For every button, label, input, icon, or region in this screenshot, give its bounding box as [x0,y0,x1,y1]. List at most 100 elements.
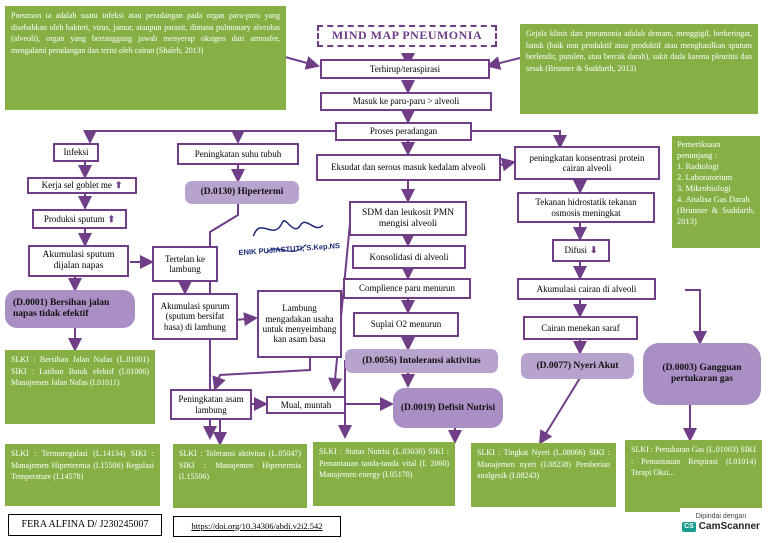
camscanner-caption: Dipindai dengan [695,513,747,521]
diagnosis-d0001-label: (D.0001) Bersihan jalan napas tidak efek… [13,298,110,319]
node-peningkatan-asam-label: Peningkatan asam lambung [178,394,244,415]
outcome-box-2: SLKI : Termoregulasi (L.14134) SIKI : Ma… [5,444,160,506]
outcome-box-5: SLKI : Tingkat Nyeri (L.08066) SIKI : Ma… [471,443,616,507]
definition-text: Pneumon ia adalah suatu infeksi atau per… [11,11,280,55]
investigation-item: 2. Laboratorium [677,172,733,183]
node-mual: Mual, muntah [266,396,346,414]
outcome-box-1: SLKI : Bersihan Jalan Nafas (L.01001) SI… [5,350,155,424]
node-infeksi-label: Infeksi [63,147,89,158]
investigation-item-label: Mikrobiologi [685,183,731,194]
node-produksi-label: Produksi sputum [43,213,105,224]
node-infeksi: Infeksi [53,143,99,162]
node-kerja-sel-label: Kerja sel goblet me [41,180,112,191]
node-masuk-label: Masuk ke paru-paru > alveoli [352,96,460,107]
diagnosis-d0130-label: (D.0130) Hipertermi [200,187,284,198]
outcome-1-text: SLKI : Bersihan Jalan Nafas (L.01001) SI… [11,355,149,388]
node-produksi: Produksi sputum⬆ [32,209,127,229]
node-suplai: Suplai O2 menurun [353,312,459,337]
signature-scribble [252,220,324,254]
node-akumulasi-sputum-label: Akumulasi sputum dijalan napas [42,250,115,271]
node-cairan-saraf: Cairan menekan saraf [523,316,638,340]
node-akumulasi-cairan: Akumulasi cairan di alveoli [517,278,656,300]
outcome-3-text: SLKI : Toleransi aktivitas (L.05047) SIK… [179,449,301,482]
outcome-6-text: SLKI : Pertukaran Gas (L.01003) SIKI : P… [631,445,756,478]
page-title: MIND MAP PNEUMONIA [317,25,497,47]
diagnosis-d0019-label: (D.0019) Defisit Nutrisi [400,402,496,413]
node-complience: Complience paru menurun [343,278,471,299]
outcome-5-text: SLKI : Tingkat Nyeri (L.08066) SIKI : Ma… [477,448,610,481]
author-label: FERA ALFINA D/ J230245007 [8,514,162,536]
diagnosis-d0019: (D.0019) Defisit Nutrisi [393,388,503,428]
diagnosis-d0003: (D.0003) Gangguan pertukaran gas [643,343,761,405]
node-kerja-sel: Kerja sel goblet me⬆ [27,177,137,194]
node-sdm-label: SDM dan leukosit PMN mengisi alveoli [361,207,455,229]
outcome-box-3: SLKI : Toleransi aktivitas (L.05047) SIK… [173,444,307,508]
investigation-item-label: Laboratorium [685,172,733,183]
node-suplai-label: Suplai O2 menurun [370,319,442,330]
node-sdm: SDM dan leukosit PMN mengisi alveoli [349,201,467,236]
node-eksudat-label: Eksudat dan serous masuk kedalam alveoli [331,162,486,173]
investigations-box: Pemeriksaan penunjang : 1. Radiologi 2. … [672,136,760,248]
outcome-2-text: SLKI : Termoregulasi (L.14134) SIKI : Ma… [11,449,154,482]
doi-link[interactable]: https://doi.org/10.34306/abdi.v2i2.542 [173,516,341,537]
diagnosis-d0077: (D.0077) Nyeri Akut [521,353,634,379]
investigation-item: 1. Radiologi [677,161,720,172]
definition-box: Pneumon ia adalah suatu infeksi atau per… [5,6,286,110]
node-mual-label: Mual, muntah [280,399,332,410]
node-difusi-label: Difusi [564,245,587,256]
node-proses: Proses peradangan [335,122,472,141]
diagnosis-d0001: (D.0001) Bersihan jalan napas tidak efek… [5,290,135,328]
investigation-item: 4. Analisa Gas Darah [677,194,750,205]
camscanner-brand-text: CamScanner [698,521,760,533]
node-complience-label: Complience paru menurun [359,283,455,294]
clinical-signs-text: Gejala klinis dari pneumonia adalah dema… [526,29,752,73]
down-arrow-icon: ⬇ [589,245,598,256]
investigations-source: (Brunner & Suddarth, 2013) [677,205,755,227]
investigation-item-label: Radiologi [685,161,720,172]
node-protein-label: peningkatan konsentrasi protein cairan a… [529,152,645,173]
node-difusi: Difusi⬇ [552,239,610,262]
node-lambung-usaha: Lambung mengadakan usaha untuk menyeimba… [257,290,342,358]
node-cairan-saraf-label: Cairan menekan saraf [541,322,620,333]
diagnosis-d0130: (D.0130) Hipertermi [185,181,299,204]
node-akumulasi-sputum: Akumulasi sputum dijalan napas [28,245,129,277]
node-peningkatan-asam: Peningkatan asam lambung [170,389,252,420]
up-arrow-icon: ⬆ [107,213,116,224]
node-masuk: Masuk ke paru-paru > alveoli [320,92,492,111]
node-akumulasi-cairan-label: Akumulasi cairan di alveoli [536,283,637,294]
outcome-box-4: SLKI : Status Nutrisi (L.03030) SIKI : P… [313,442,455,506]
node-terhirup-label: Terhirup/teraspirasi [369,63,441,74]
node-tekanan-label: Tekanan hidrostatik tekanan osmosis meni… [535,197,637,218]
author-text: FERA ALFINA D/ J230245007 [21,519,149,531]
node-proses-label: Proses peradangan [369,126,438,137]
camscanner-brand: CS CamScanner [682,521,760,533]
node-terhirup: Terhirup/teraspirasi [320,59,490,79]
investigation-item-label: Analisa Gas Darah [685,194,750,205]
doi-text[interactable]: https://doi.org/10.34306/abdi.v2i2.542 [191,520,323,531]
node-konsolidasi-label: Konsolidasi di alveoli [369,251,449,262]
diagnosis-d0077-label: (D.0077) Nyeri Akut [536,360,619,371]
title-text: MIND MAP PNEUMONIA [331,28,483,43]
node-konsolidasi: Konsolidasi di alveoli [352,245,466,269]
node-tekanan: Tekanan hidrostatik tekanan osmosis meni… [517,192,655,223]
outcome-4-text: SLKI : Status Nutrisi (L.03030) SIKI : P… [319,447,449,480]
node-eksudat: Eksudat dan serous masuk kedalam alveoli [316,154,501,181]
node-lambung-usaha-label: Lambung mengadakan usaha untuk menyeimba… [262,303,337,345]
node-peningkatan-suhu-label: Peningkatan suhu tubuh [194,148,282,159]
node-tertelan: Tertelan ke lambung [152,246,218,282]
node-peningkatan-suhu: Peningkatan suhu tubuh [177,143,299,165]
camscanner-logo-icon: CS [682,521,696,533]
outcome-box-6: SLKI : Pertukaran Gas (L.01003) SIKI : P… [625,440,762,512]
diagnosis-d0056-label: (D.0056) Intoleransi aktivitas [362,355,481,366]
node-akumulasi-lambung-label: Akumulasi spurum (sputum bersifat basa) … [160,300,230,332]
diagnosis-d0003-label: (D.0003) Gangguan pertukaran gas [662,363,742,384]
signature-stamp: ENIK PUJIASTUTI, S.Kep.NS [234,209,340,277]
clinical-signs-box: Gejala klinis dari pneumonia adalah dema… [520,24,758,114]
node-protein: peningkatan konsentrasi protein cairan a… [514,146,660,180]
up-arrow-icon: ⬆ [114,180,123,191]
node-tertelan-label: Tertelan ke lambung [164,253,206,274]
node-akumulasi-lambung: Akumulasi spurum (sputum bersifat basa) … [152,293,238,340]
camscanner-badge: Dipindai dengan CS CamScanner [680,508,762,538]
investigation-item: 3. Mikrobiologi [677,183,731,194]
